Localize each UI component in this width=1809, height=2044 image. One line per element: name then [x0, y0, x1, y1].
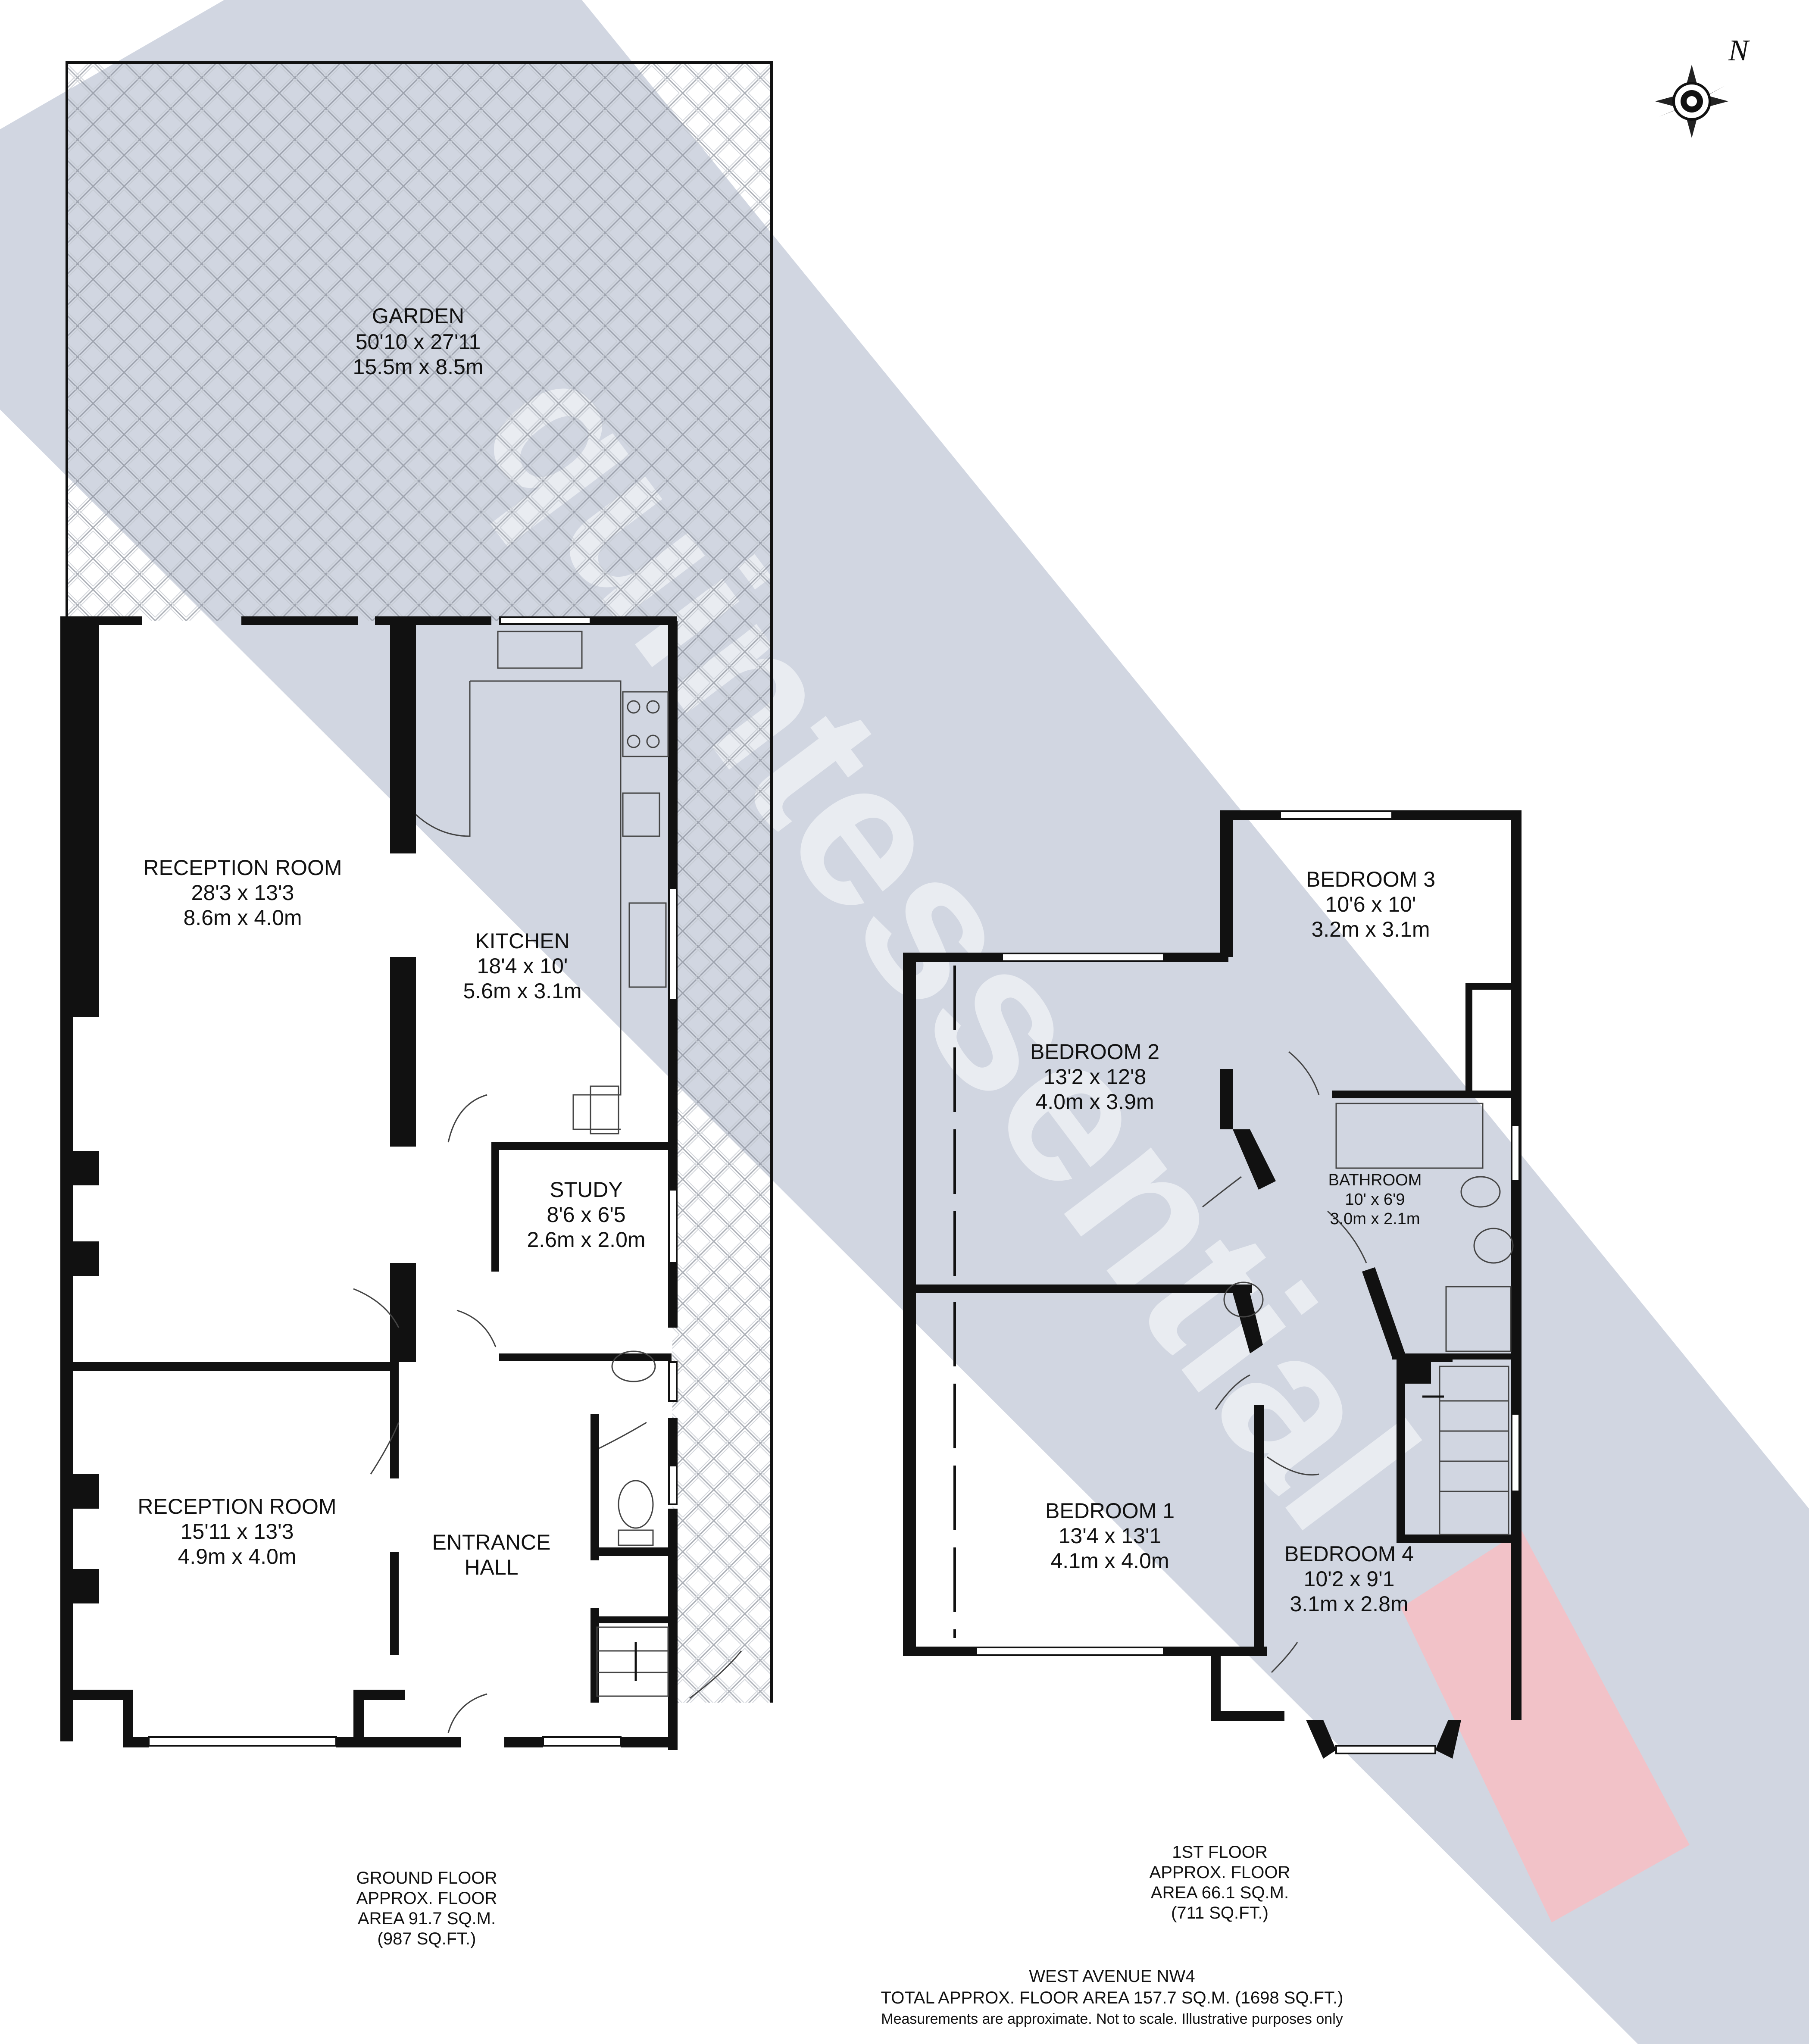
svg-text:STUDY: STUDY — [550, 1178, 622, 1202]
svg-text:15.5m x 8.5m: 15.5m x 8.5m — [353, 355, 484, 379]
svg-text:10'2 x 9'1: 10'2 x 9'1 — [1304, 1567, 1395, 1591]
garden-label: GARDEN 50'10 x 27'11 15.5m x 8.5m — [353, 304, 484, 379]
svg-text:50'10 x 27'11: 50'10 x 27'11 — [356, 330, 481, 354]
svg-text:4.9m x 4.0m: 4.9m x 4.0m — [178, 1544, 296, 1569]
svg-text:KITCHEN: KITCHEN — [475, 929, 569, 953]
svg-text:4.0m x 3.9m: 4.0m x 3.9m — [1035, 1090, 1154, 1114]
bedroom-2-label: BEDROOM 2 13'2 x 12'8 4.0m x 3.9m — [1030, 1040, 1159, 1114]
kitchen-label: KITCHEN 18'4 x 10' 5.6m x 3.1m — [463, 929, 581, 1003]
svg-text:HALL: HALL — [464, 1555, 518, 1579]
svg-text:10' x 6'9: 10' x 6'9 — [1345, 1191, 1405, 1209]
basin-icon — [611, 1350, 656, 1382]
north-compass-rose-icon: N — [1655, 34, 1750, 138]
svg-text:BEDROOM 4: BEDROOM 4 — [1284, 1542, 1414, 1566]
svg-text:4.1m x 4.0m: 4.1m x 4.0m — [1050, 1549, 1169, 1573]
svg-text:8'6 x 6'5: 8'6 x 6'5 — [547, 1203, 625, 1227]
svg-text:3.2m x 3.1m: 3.2m x 3.1m — [1311, 917, 1430, 941]
svg-text:BEDROOM 3: BEDROOM 3 — [1306, 867, 1435, 891]
svg-text:13'2 x 12'8: 13'2 x 12'8 — [1044, 1065, 1147, 1089]
svg-text:13'4 x 13'1: 13'4 x 13'1 — [1059, 1524, 1162, 1548]
svg-text:18'4 x 10': 18'4 x 10' — [477, 954, 568, 978]
svg-text:GARDEN: GARDEN — [372, 304, 464, 328]
second-hob-icon — [590, 1085, 619, 1135]
svg-text:RECEPTION ROOM: RECEPTION ROOM — [137, 1494, 336, 1519]
ground-floor-plan — [60, 616, 678, 1750]
entrance-hall-label: ENTRANCE HALL — [432, 1530, 550, 1579]
svg-text:BATHROOM: BATHROOM — [1328, 1171, 1422, 1189]
svg-text:APPROX. FLOOR: APPROX. FLOOR — [1150, 1863, 1290, 1882]
hob-icon — [622, 691, 669, 757]
bedroom-3-label: BEDROOM 3 10'6 x 10' 3.2m x 3.1m — [1306, 867, 1435, 941]
svg-text:AREA 66.1 SQ.M.: AREA 66.1 SQ.M. — [1151, 1883, 1289, 1902]
shower-icon — [1445, 1286, 1512, 1352]
landing-basin-icon — [1223, 1281, 1264, 1318]
svg-text:10'6 x 10': 10'6 x 10' — [1325, 892, 1416, 916]
svg-text:(987 SQ.FT.): (987 SQ.FT.) — [378, 1929, 476, 1948]
bath-basin-icon — [1473, 1228, 1514, 1264]
bath-toilet-icon — [1460, 1176, 1501, 1208]
staircase-icon — [596, 1626, 669, 1697]
svg-text:RECEPTION ROOM: RECEPTION ROOM — [143, 856, 342, 880]
north-label: N — [1728, 34, 1750, 67]
kitchen-sink-icon — [497, 631, 583, 669]
svg-text:APPROX. FLOOR: APPROX. FLOOR — [356, 1889, 497, 1908]
first-floor-plan — [903, 810, 1522, 1759]
microwave-icon — [622, 792, 660, 837]
toilet-icon — [618, 1480, 654, 1529]
svg-text:5.6m x 3.1m: 5.6m x 3.1m — [463, 979, 581, 1003]
garden-area — [66, 61, 773, 1703]
svg-text:(711 SQ.FT.): (711 SQ.FT.) — [1171, 1903, 1268, 1922]
first-floor-summary: 1ST FLOOR APPROX. FLOOR AREA 66.1 SQ.M. … — [1150, 1843, 1290, 1922]
total-area-line: TOTAL APPROX. FLOOR AREA 157.7 SQ.M. (16… — [881, 1988, 1343, 2007]
svg-text:8.6m x 4.0m: 8.6m x 4.0m — [183, 906, 302, 930]
svg-text:BEDROOM 1: BEDROOM 1 — [1045, 1499, 1175, 1523]
svg-text:15'11 x 13'3: 15'11 x 13'3 — [181, 1519, 294, 1544]
footer: WEST AVENUE NW4 TOTAL APPROX. FLOOR AREA… — [881, 1967, 1343, 2027]
svg-text:1ST FLOOR: 1ST FLOOR — [1172, 1843, 1268, 1862]
first-floor-staircase-icon — [1439, 1366, 1509, 1535]
svg-text:28'3 x 13'3: 28'3 x 13'3 — [191, 881, 294, 905]
study-label: STUDY 8'6 x 6'5 2.6m x 2.0m — [527, 1178, 645, 1252]
svg-text:3.0m x 2.1m: 3.0m x 2.1m — [1330, 1210, 1420, 1228]
bedroom-1-label: BEDROOM 1 13'4 x 13'1 4.1m x 4.0m — [1045, 1499, 1175, 1573]
ground-floor-summary: GROUND FLOOR APPROX. FLOOR AREA 91.7 SQ.… — [356, 1869, 497, 1948]
svg-text:AREA 91.7 SQ.M.: AREA 91.7 SQ.M. — [358, 1909, 496, 1928]
svg-text:ENTRANCE: ENTRANCE — [432, 1530, 550, 1554]
svg-text:2.6m x 2.0m: 2.6m x 2.0m — [527, 1228, 645, 1252]
bathtub-icon — [1335, 1103, 1484, 1169]
svg-text:GROUND FLOOR: GROUND FLOOR — [356, 1869, 497, 1888]
address-line: WEST AVENUE NW4 — [1029, 1967, 1195, 1986]
disclaimer-line: Measurements are approximate. Not to sca… — [881, 2011, 1343, 2027]
second-sink-icon — [628, 902, 667, 988]
bathroom-label: BATHROOM 10' x 6'9 3.0m x 2.1m — [1328, 1171, 1422, 1228]
reception-room-1-label: RECEPTION ROOM 28'3 x 13'3 8.6m x 4.0m — [143, 856, 342, 930]
svg-text:BEDROOM 2: BEDROOM 2 — [1030, 1040, 1159, 1064]
svg-text:3.1m x 2.8m: 3.1m x 2.8m — [1290, 1592, 1408, 1616]
bedroom-4-label: BEDROOM 4 10'2 x 9'1 3.1m x 2.8m — [1284, 1542, 1414, 1616]
reception-room-2-label: RECEPTION ROOM 15'11 x 13'3 4.9m x 4.0m — [137, 1494, 336, 1569]
ground-floor-fixtures — [353, 631, 742, 1733]
